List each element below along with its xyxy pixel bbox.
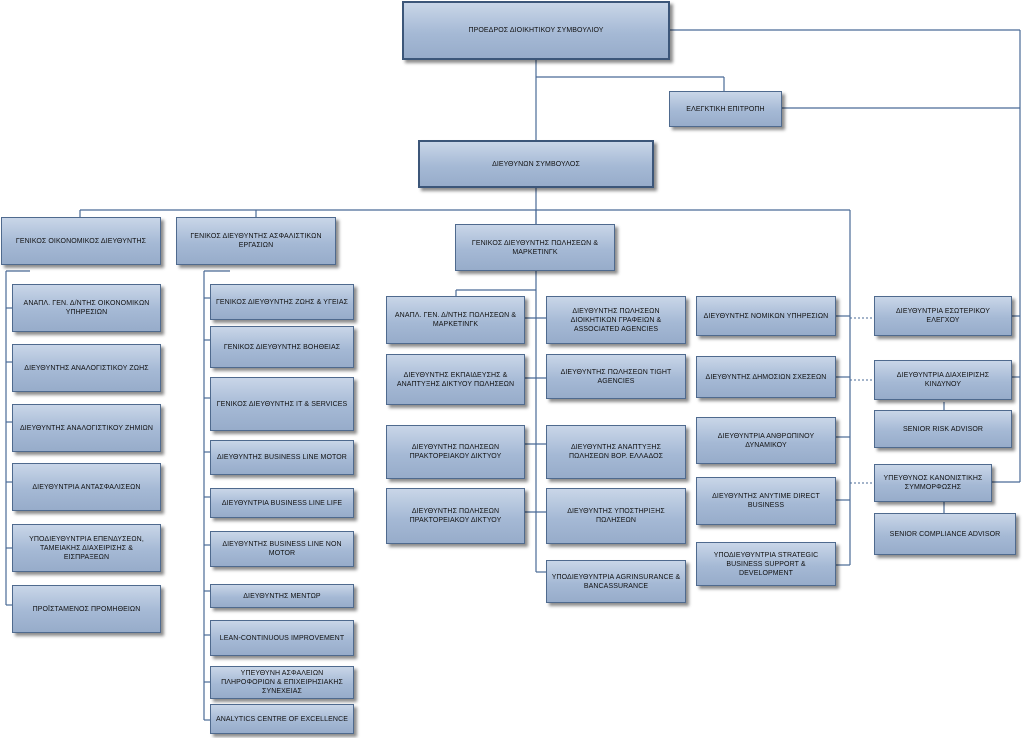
insurance-unit-label: LEAN-CONTINUOUS IMPROVEMENT bbox=[219, 634, 345, 642]
insurance-head-box: ΓΕΝΙΚΟΣ ΔΙΕΥΘΥΝΤΗΣ ΑΣΦΑΛΙΣΤΙΚΩΝ ΕΡΓΑΣΙΩΝ bbox=[176, 217, 336, 265]
finance-unit-label: ΔΙΕΥΘΥΝΤΗΣ ΑΝΑΛΟΓΙΣΤΙΚΟΥ ΖΗΜΙΩΝ bbox=[19, 424, 154, 432]
insurance-unit-label: ΔΙΕΥΘΥΝΤΗΣ BUSINESS LINE MOTOR bbox=[217, 454, 347, 461]
finance-unit: ΠΡΟΪΣΤΑΜΕΝΟΣ ΠΡΟΜΗΘΕΙΩΝ bbox=[12, 585, 161, 633]
insurance-unit-label: ΥΠΕΥΘΥΝΗ ΑΣΦΑΛΕΙΩΝ ΠΛΗΡΟΦΟΡΙΩΝ & ΕΠΙΧΕΙΡ… bbox=[221, 670, 343, 695]
insurance-unit-label: ΓΕΝΙΚΟΣ ΔΙΕΥΘΥΝΤΗΣ ΒΟΗΘΕΙΑΣ bbox=[223, 343, 341, 351]
insurance-unit: ΓΕΝΙΚΟΣ ΔΙΕΥΘΥΝΤΗΣ IT & SERVICES bbox=[210, 377, 354, 431]
sales-unit-label: ΔΙΕΥΘΥΝΤΗΣ ΠΩΛΗΣΕΩΝ ΠΡΑΚΤΟΡΕΙΑΚΟΥ ΔΙΚΤΥΟ… bbox=[409, 508, 502, 524]
insurance-unit: ΓΕΝΙΚΟΣ ΔΙΕΥΘΥΝΤΗΣ ΒΟΗΘΕΙΑΣ bbox=[210, 326, 354, 368]
control-unit-label: SENIOR COMPLIANCE ADVISOR bbox=[889, 530, 1001, 538]
sales-unit-label: ΔΙΕΥΘΥΝΤΗΣ ΑΝΑΠΤΥΞΗΣ ΠΩΛΗΣΕΩΝ ΒΟΡ. ΕΛΛΑΔ… bbox=[568, 444, 664, 460]
chairman-label: ΠΡΟΕΔΡΟΣ ΔΙΟΙΚΗΤΙΚΟΥ ΣΥΜΒΟΥΛΙΟΥ bbox=[468, 27, 604, 34]
finance-unit-label: ΥΠΟΔΙΕΥΘΥΝΤΡΙΑ ΕΠΕΝΔΥΣΕΩΝ, ΤΑΜΕΙΑΚΗΣ ΔΙΑ… bbox=[29, 535, 144, 561]
control-unit: SENIOR RISK ADVISOR bbox=[874, 410, 1012, 448]
insurance-head-label: ΓΕΝΙΚΟΣ ΔΙΕΥΘΥΝΤΗΣ ΑΣΦΑΛΙΣΤΙΚΩΝ ΕΡΓΑΣΙΩΝ bbox=[190, 233, 322, 249]
finance-head-label: ΓΕΝΙΚΟΣ ΟΙΚΟΝΟΜΙΚΟΣ ΔΙΕΥΘΥΝΤΗΣ bbox=[15, 237, 147, 245]
sales-unit-label: ΔΙΕΥΘΥΝΤΗΣ ΠΩΛΗΣΕΩΝ TIGHT AGENCIES bbox=[560, 368, 672, 385]
finance-unit: ΑΝΑΠΛ. ΓΕΝ. Δ/ΝΤΗΣ ΟΙΚΟΝΟΜΙΚΩΝ ΥΠΗΡΕΣΙΩΝ bbox=[12, 284, 161, 332]
sales-unit-label: ΑΝΑΠΛ. ΓΕΝ. Δ/ΝΤΗΣ ΠΩΛΗΣΕΩΝ & ΜΑΡΚΕΤΙΝΓΚ bbox=[394, 312, 517, 328]
corporate-unit-label: ΔΙΕΥΘΥΝΤΡΙΑ ΑΝΘΡΩΠΙΝΟΥ ΔΥΝΑΜΙΚΟΥ bbox=[717, 432, 815, 449]
corporate-unit-label: ΔΙΕΥΘΥΝΤΗΣ ANYTIME DIRECT BUSINESS bbox=[712, 493, 820, 509]
control-unit-label: SENIOR RISK ADVISOR bbox=[902, 425, 984, 433]
corporate-unit: ΔΙΕΥΘΥΝΤΡΙΑ ΑΝΘΡΩΠΙΝΟΥ ΔΥΝΑΜΙΚΟΥ bbox=[696, 417, 836, 464]
audit-committee-box: ΕΛΕΓΚΤΙΚΗ ΕΠΙΤΡΟΠΗ bbox=[669, 91, 782, 127]
corporate-unit: ΔΙΕΥΘΥΝΤΗΣ ANYTIME DIRECT BUSINESS bbox=[696, 477, 836, 525]
insurance-unit: ΔΙΕΥΘΥΝΤΗΣ BUSINESS LINE NON MOTOR bbox=[210, 531, 354, 567]
sales-unit-label: ΔΙΕΥΘΥΝΤΗΣ ΠΩΛΗΣΕΩΝ ΔΙΟΙΚΗΤΙΚΩΝ ΓΡΑΦΕΙΩΝ… bbox=[570, 307, 662, 333]
corporate-unit-label: ΔΙΕΥΘΥΝΤΗΣ ΔΗΜΟΣΙΩΝ ΣΧΕΣΕΩΝ bbox=[705, 373, 827, 381]
ceo-box: ΔΙΕΥΘΥΝΩΝ ΣΥΜΒΟΥΛΟΣ bbox=[418, 140, 654, 188]
sales-head-label: ΓΕΝΙΚΟΣ ΔΙΕΥΘΥΝΤΗΣ ΠΩΛΗΣΕΩΝ & ΜΑΡΚΕΤΙΝΓΚ bbox=[471, 239, 599, 256]
control-unit: ΔΙΕΥΘΥΝΤΡΙΑ ΔΙΑΧΕΙΡΙΣΗΣ ΚΙΝΔΥΝΟΥ bbox=[874, 360, 1012, 400]
sales-unit: ΔΙΕΥΘΥΝΤΗΣ ΠΩΛΗΣΕΩΝ ΠΡΑΚΤΟΡΕΙΑΚΟΥ ΔΙΚΤΥΟ… bbox=[386, 488, 525, 544]
finance-unit-label: ΑΝΑΠΛ. ΓΕΝ. Δ/ΝΤΗΣ ΟΙΚΟΝΟΜΙΚΩΝ ΥΠΗΡΕΣΙΩΝ bbox=[23, 300, 150, 316]
control-unit-label: ΥΠΕΥΘΥΝΟΣ ΚΑΝΟΝΙΣΤΙΚΗΣ ΣΥΜΜΟΡΦΩΣΗΣ bbox=[883, 475, 983, 491]
finance-unit-label: ΔΙΕΥΘΥΝΤΡΙΑ ΑΝΤΑΣΦΑΛΙΣΕΩΝ bbox=[32, 483, 141, 491]
sales-unit-label: ΥΠΟΔΙΕΥΘΥΝΤΡΙΑ AGRINSURANCE & BANCASSURA… bbox=[551, 573, 681, 590]
insurance-unit: ΔΙΕΥΘΥΝΤΡΙΑ BUSINESS LINE LIFE bbox=[210, 488, 354, 518]
insurance-unit: ANALYTICS CENTRE OF EXCELLENCE bbox=[210, 704, 354, 734]
corporate-unit: ΔΙΕΥΘΥΝΤΗΣ ΔΗΜΟΣΙΩΝ ΣΧΕΣΕΩΝ bbox=[696, 356, 836, 398]
ceo-label: ΔΙΕΥΘΥΝΩΝ ΣΥΜΒΟΥΛΟΣ bbox=[492, 160, 580, 168]
sales-unit: ΔΙΕΥΘΥΝΤΗΣ ΑΝΑΠΤΥΞΗΣ ΠΩΛΗΣΕΩΝ ΒΟΡ. ΕΛΛΑΔ… bbox=[546, 425, 686, 479]
finance-unit-label: ΔΙΕΥΘΥΝΤΗΣ ΑΝΑΛΟΓΙΣΤΙΚΟΥ ΖΩΗΣ bbox=[24, 364, 149, 372]
insurance-unit-label: ANALYTICS CENTRE OF EXCELLENCE bbox=[215, 715, 348, 723]
insurance-unit: LEAN-CONTINUOUS IMPROVEMENT bbox=[210, 620, 354, 656]
insurance-unit-label: ΓΕΝΙΚΟΣ ΔΙΕΥΘΥΝΤΗΣ IT & SERVICES bbox=[216, 400, 348, 408]
insurance-unit-label: ΓΕΝΙΚΟΣ ΔΙΕΥΘΥΝΤΗΣ ΖΩΗΣ & ΥΓΕΙΑΣ bbox=[215, 298, 349, 306]
finance-head-box: ΓΕΝΙΚΟΣ ΟΙΚΟΝΟΜΙΚΟΣ ΔΙΕΥΘΥΝΤΗΣ bbox=[1, 217, 161, 265]
control-unit-label: ΔΙΕΥΘΥΝΤΡΙΑ ΕΣΩΤΕΡΙΚΟΥ ΕΛΕΓΧΟΥ bbox=[896, 308, 990, 324]
sales-head-box: ΓΕΝΙΚΟΣ ΔΙΕΥΘΥΝΤΗΣ ΠΩΛΗΣΕΩΝ & ΜΑΡΚΕΤΙΝΓΚ bbox=[455, 224, 615, 271]
sales-unit: ΔΙΕΥΘΥΝΤΗΣ ΠΩΛΗΣΕΩΝ ΠΡΑΚΤΟΡΕΙΑΚΟΥ ΔΙΚΤΥΟ… bbox=[386, 425, 525, 479]
finance-unit: ΔΙΕΥΘΥΝΤΡΙΑ ΑΝΤΑΣΦΑΛΙΣΕΩΝ bbox=[12, 463, 161, 511]
sales-unit: ΔΙΕΥΘΥΝΤΗΣ ΠΩΛΗΣΕΩΝ ΔΙΟΙΚΗΤΙΚΩΝ ΓΡΑΦΕΙΩΝ… bbox=[546, 296, 686, 344]
control-unit: ΥΠΕΥΘΥΝΟΣ ΚΑΝΟΝΙΣΤΙΚΗΣ ΣΥΜΜΟΡΦΩΣΗΣ bbox=[874, 464, 992, 502]
finance-unit-label: ΠΡΟΪΣΤΑΜΕΝΟΣ ΠΡΟΜΗΘΕΙΩΝ bbox=[32, 605, 141, 613]
insurance-unit: ΓΕΝΙΚΟΣ ΔΙΕΥΘΥΝΤΗΣ ΖΩΗΣ & ΥΓΕΙΑΣ bbox=[210, 284, 354, 320]
sales-unit: ΔΙΕΥΘΥΝΤΗΣ ΥΠΟΣΤΗΡΙΞΗΣ ΠΩΛΗΣΕΩΝ bbox=[546, 488, 686, 544]
insurance-unit: ΔΙΕΥΘΥΝΤΗΣ BUSINESS LINE MOTOR bbox=[210, 440, 354, 475]
sales-unit: ΔΙΕΥΘΥΝΤΗΣ ΠΩΛΗΣΕΩΝ TIGHT AGENCIES bbox=[546, 354, 686, 399]
insurance-unit: ΔΙΕΥΘΥΝΤΗΣ ΜΕΝΤΩΡ bbox=[210, 584, 354, 608]
insurance-unit-label: ΔΙΕΥΘΥΝΤΗΣ BUSINESS LINE NON MOTOR bbox=[222, 541, 342, 557]
finance-unit: ΔΙΕΥΘΥΝΤΗΣ ΑΝΑΛΟΓΙΣΤΙΚΟΥ ΖΩΗΣ bbox=[12, 344, 161, 392]
insurance-unit: ΥΠΕΥΘΥΝΗ ΑΣΦΑΛΕΙΩΝ ΠΛΗΡΟΦΟΡΙΩΝ & ΕΠΙΧΕΙΡ… bbox=[210, 666, 354, 699]
sales-unit: ΔΙΕΥΘΥΝΤΗΣ ΕΚΠΑΙΔΕΥΣΗΣ & ΑΝΑΠΤΥΞΗΣ ΔΙΚΤΥ… bbox=[386, 354, 525, 405]
sales-unit-label: ΔΙΕΥΘΥΝΤΗΣ ΥΠΟΣΤΗΡΙΞΗΣ ΠΩΛΗΣΕΩΝ bbox=[567, 508, 665, 524]
finance-unit: ΔΙΕΥΘΥΝΤΗΣ ΑΝΑΛΟΓΙΣΤΙΚΟΥ ΖΗΜΙΩΝ bbox=[12, 404, 161, 452]
control-unit: SENIOR COMPLIANCE ADVISOR bbox=[874, 513, 1016, 555]
corporate-unit: ΔΙΕΥΘΥΝΤΗΣ ΝΟΜΙΚΩΝ ΥΠΗΡΕΣΙΩΝ bbox=[696, 296, 836, 336]
audit-committee-label: ΕΛΕΓΚΤΙΚΗ ΕΠΙΤΡΟΠΗ bbox=[686, 105, 765, 113]
corporate-unit: ΥΠΟΔΙΕΥΘΥΝΤΡΙΑ STRATEGIC BUSINESS SUPPOR… bbox=[696, 542, 836, 586]
sales-unit: ΑΝΑΠΛ. ΓΕΝ. Δ/ΝΤΗΣ ΠΩΛΗΣΕΩΝ & ΜΑΡΚΕΤΙΝΓΚ bbox=[386, 296, 525, 344]
sales-unit: ΥΠΟΔΙΕΥΘΥΝΤΡΙΑ AGRINSURANCE & BANCASSURA… bbox=[546, 560, 686, 603]
insurance-unit-label: ΔΙΕΥΘΥΝΤΗΣ ΜΕΝΤΩΡ bbox=[243, 592, 321, 600]
corporate-unit-label: ΔΙΕΥΘΥΝΤΗΣ ΝΟΜΙΚΩΝ ΥΠΗΡΕΣΙΩΝ bbox=[703, 312, 829, 320]
insurance-unit-label: ΔΙΕΥΘΥΝΤΡΙΑ BUSINESS LINE LIFE bbox=[221, 499, 343, 507]
sales-unit-label: ΔΙΕΥΘΥΝΤΗΣ ΠΩΛΗΣΕΩΝ ΠΡΑΚΤΟΡΕΙΑΚΟΥ ΔΙΚΤΥΟ… bbox=[409, 444, 502, 460]
control-unit: ΔΙΕΥΘΥΝΤΡΙΑ ΕΣΩΤΕΡΙΚΟΥ ΕΛΕΓΧΟΥ bbox=[874, 296, 1012, 336]
chairman-box: ΠΡΟΕΔΡΟΣ ΔΙΟΙΚΗΤΙΚΟΥ ΣΥΜΒΟΥΛΙΟΥ bbox=[402, 1, 670, 60]
control-unit-label: ΔΙΕΥΘΥΝΤΡΙΑ ΔΙΑΧΕΙΡΙΣΗΣ ΚΙΝΔΥΝΟΥ bbox=[896, 372, 990, 388]
sales-unit-label: ΔΙΕΥΘΥΝΤΗΣ ΕΚΠΑΙΔΕΥΣΗΣ & ΑΝΑΠΤΥΞΗΣ ΔΙΚΤΥ… bbox=[396, 371, 515, 388]
corporate-unit-label: ΥΠΟΔΙΕΥΘΥΝΤΡΙΑ STRATEGIC BUSINESS SUPPOR… bbox=[713, 551, 819, 577]
finance-unit: ΥΠΟΔΙΕΥΘΥΝΤΡΙΑ ΕΠΕΝΔΥΣΕΩΝ, ΤΑΜΕΙΑΚΗΣ ΔΙΑ… bbox=[12, 524, 161, 572]
